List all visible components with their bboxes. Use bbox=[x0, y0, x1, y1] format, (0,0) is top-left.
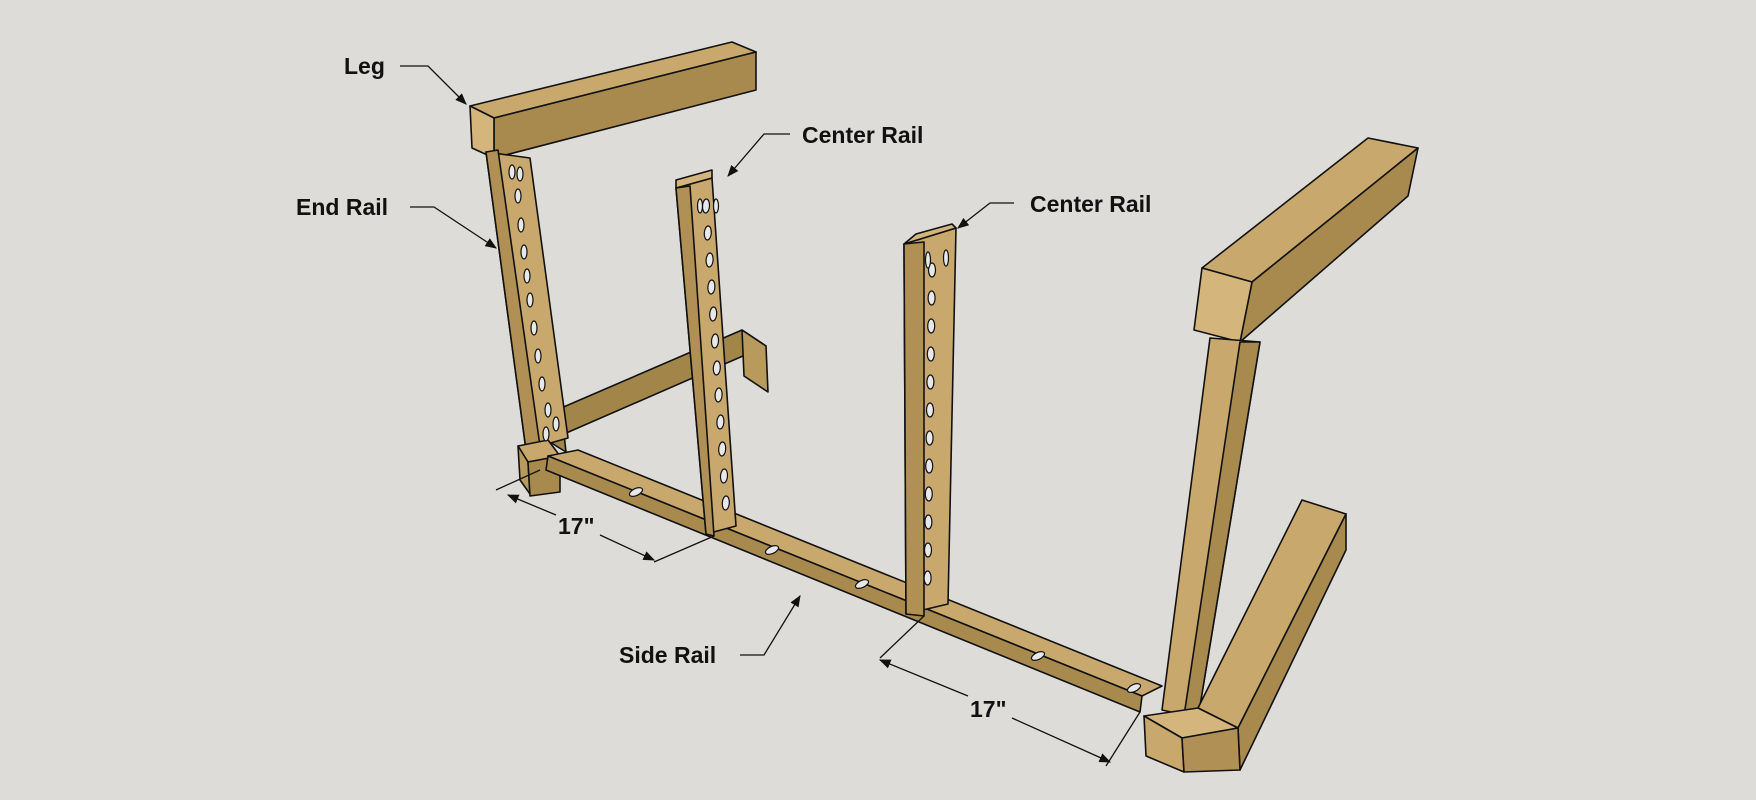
right-leg-bottom bbox=[1143, 499, 1347, 773]
side-rail bbox=[545, 449, 1163, 713]
pocket-hole bbox=[719, 468, 729, 484]
pocket-hole bbox=[926, 346, 935, 362]
end-rail-leader bbox=[410, 206, 497, 249]
pocket-hole bbox=[534, 348, 542, 364]
pocket-hole bbox=[926, 374, 935, 390]
leg-label: Leg bbox=[344, 53, 385, 79]
back-side-rail bbox=[537, 329, 769, 453]
center-rail-2 bbox=[903, 223, 957, 617]
pocket-hole bbox=[712, 198, 720, 214]
pocket-hole bbox=[552, 416, 560, 432]
pocket-hole bbox=[854, 579, 870, 589]
pocket-hole bbox=[925, 458, 934, 474]
pocket-hole bbox=[924, 514, 933, 530]
pocket-hole bbox=[923, 570, 932, 586]
pocket-hole bbox=[703, 225, 712, 241]
pocket-hole bbox=[721, 495, 730, 511]
pocket-hole bbox=[709, 306, 718, 322]
pocket-hole bbox=[712, 360, 721, 376]
pocket-hole bbox=[707, 279, 716, 295]
pocket-hole bbox=[1126, 683, 1142, 693]
pocket-holes bbox=[508, 164, 1142, 693]
end-rail-label: End Rail bbox=[296, 194, 389, 220]
pocket-hole bbox=[923, 542, 933, 558]
pocket-hole bbox=[701, 198, 711, 214]
pocket-hole bbox=[696, 198, 704, 214]
pocket-hole bbox=[520, 244, 528, 260]
pocket-hole bbox=[542, 426, 550, 442]
pocket-hole bbox=[925, 430, 934, 446]
side-rail-leader bbox=[740, 595, 801, 656]
left-leg bbox=[469, 41, 757, 159]
center-rail-2-leader bbox=[957, 202, 1014, 229]
center-rail-2-label: Center Rail bbox=[1030, 191, 1152, 217]
right-leg-top bbox=[1193, 137, 1419, 343]
pocket-hole bbox=[924, 486, 933, 502]
pocket-hole bbox=[508, 164, 516, 180]
pocket-hole bbox=[530, 320, 538, 336]
pocket-hole bbox=[538, 376, 546, 392]
pocket-hole bbox=[714, 387, 723, 403]
pocket-hole bbox=[705, 252, 714, 268]
right-dimension-label: 17" bbox=[970, 696, 1007, 722]
pocket-hole bbox=[927, 318, 936, 334]
center-rail-1-label: Center Rail bbox=[802, 122, 924, 148]
leg-leader bbox=[400, 65, 467, 105]
pocket-hole bbox=[544, 402, 552, 418]
pocket-hole bbox=[716, 414, 725, 430]
left-dimension-label: 17" bbox=[558, 513, 595, 539]
pocket-hole bbox=[927, 290, 936, 306]
pocket-hole bbox=[925, 402, 935, 418]
side-rail-label: Side Rail bbox=[619, 642, 717, 668]
pocket-hole bbox=[526, 292, 534, 308]
pocket-hole bbox=[523, 268, 531, 284]
dimension-lines bbox=[495, 469, 1141, 767]
pocket-hole bbox=[942, 249, 950, 267]
pocket-hole bbox=[764, 545, 780, 555]
pocket-hole bbox=[517, 217, 525, 233]
pocket-hole bbox=[516, 166, 524, 182]
pocket-hole bbox=[710, 333, 720, 349]
pocket-hole bbox=[1030, 651, 1046, 661]
center-rail-1-leader bbox=[727, 133, 790, 177]
pocket-hole bbox=[924, 251, 932, 269]
pocket-hole bbox=[628, 487, 644, 497]
pocket-hole bbox=[514, 188, 522, 204]
pocket-hole bbox=[718, 441, 727, 457]
